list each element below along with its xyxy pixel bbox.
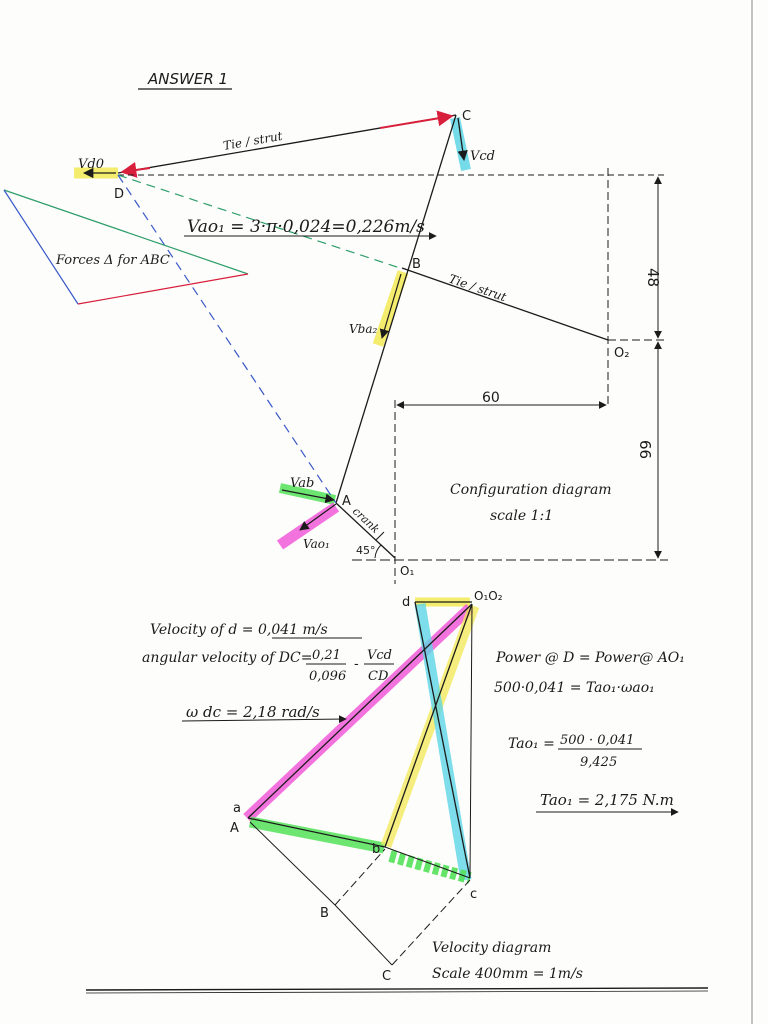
vel-label-C: C — [382, 969, 391, 984]
highlight-vcd — [450, 116, 471, 172]
calc-angular-den: 0,096 — [309, 669, 346, 684]
answer-heading: ANSWER 1 — [147, 70, 228, 88]
link-b-o2 — [401, 267, 609, 341]
vline-A-B — [249, 821, 336, 906]
point-a: A — [342, 494, 351, 509]
link-d-c-red — [379, 110, 454, 129]
arrow-vcd — [457, 117, 468, 162]
vline-C-c — [391, 879, 471, 966]
point-o2: O₂ — [614, 346, 629, 361]
label-angle: 45° — [356, 544, 376, 557]
calc-omega-arrow — [181, 715, 347, 724]
calc-omega: ω dc = 2,18 rad/s — [186, 703, 320, 721]
vline-d-c — [414, 601, 471, 879]
dim-48: 48 — [644, 268, 662, 287]
dash-d-b — [117, 174, 401, 269]
point-c: C — [462, 109, 471, 124]
link-o1-a — [335, 502, 396, 559]
highlight-bo — [380, 604, 480, 848]
calc-angular-num: 0,21 — [312, 648, 341, 663]
vline-B-C — [334, 904, 393, 966]
highlight-ab — [248, 816, 386, 854]
vel-label-a: a — [233, 801, 241, 816]
label-vao1: Vao₁ — [303, 537, 330, 551]
calc-angular-den2: CD — [368, 669, 389, 684]
vline-b-c — [384, 846, 471, 879]
vel-label-c: c — [470, 887, 477, 902]
vline-B-b — [334, 848, 386, 906]
config-caption-1: Configuration diagram — [450, 482, 612, 498]
arrow-vao1 — [299, 503, 337, 531]
dim-60: 60 — [482, 390, 500, 406]
point-d: D — [114, 187, 124, 202]
vao-formula: Vao₁ = 3·π·0,024=0,226m/s — [187, 217, 425, 237]
calc-tao-result: Tao₁ = 2,175 N.m — [540, 791, 674, 809]
forces-side-blue — [3, 189, 79, 305]
vel-label-A: A — [230, 821, 239, 836]
vel-caption-2: Scale 400mm = 1m/s — [432, 966, 583, 982]
crank-mark — [375, 531, 385, 541]
dim-66: 66 — [636, 440, 654, 459]
calc-angular-dash: - — [354, 657, 359, 672]
point-o1: O₁ — [400, 564, 414, 578]
calc-tao-num: 500 · 0,041 — [560, 733, 634, 748]
vline-o-a — [247, 603, 473, 819]
label-vab: Vab — [290, 476, 314, 491]
label-tie-right: Tie / strut — [447, 272, 508, 305]
bottom-rule-1 — [85, 987, 709, 991]
calc-tao-den: 9,425 — [580, 755, 617, 770]
label-vd0: Vd0 — [78, 157, 104, 172]
forces-side-red — [77, 273, 249, 305]
vel-caption-1: Velocity diagram — [432, 940, 551, 956]
dash-d-a — [117, 174, 337, 504]
vline-o-c — [469, 603, 473, 879]
vel-label-d: d — [402, 595, 410, 610]
calc-power: Power @ D = Power@ AO₁ — [495, 650, 685, 666]
calc-angular-num2: Vcd — [367, 648, 392, 663]
arrow-vba — [379, 273, 402, 339]
calc-power-eq: 500·0,041 = Tao₁·ωao₁ — [494, 680, 655, 696]
highlight-bc — [388, 850, 472, 884]
calc-tao-prefix: Tao₁ = — [508, 736, 555, 752]
bottom-rule-2 — [85, 990, 709, 994]
vel-label-B: B — [320, 906, 329, 921]
angle-arc — [374, 544, 382, 559]
point-b: B — [412, 257, 421, 272]
label-vba: Vba₂ — [349, 322, 378, 336]
config-caption-2: scale 1:1 — [490, 508, 553, 524]
vel-label-o1o2: O₁O₂ — [474, 589, 503, 603]
vline-b-o — [384, 603, 473, 848]
label-forces: Forces Δ for ABC — [55, 253, 170, 268]
link-c-d-red — [120, 162, 151, 178]
calc-angular-prefix: angular velocity of DC= — [142, 650, 312, 666]
forces-side-green — [3, 189, 249, 275]
vline-a-b — [247, 817, 386, 848]
link-a-c — [335, 114, 457, 504]
label-vcd: Vcd — [470, 149, 495, 164]
arrow-vab — [281, 489, 335, 504]
calc-velocity-d: Velocity of d = 0,041 m/s — [150, 622, 328, 638]
vel-label-b: b — [372, 842, 380, 857]
